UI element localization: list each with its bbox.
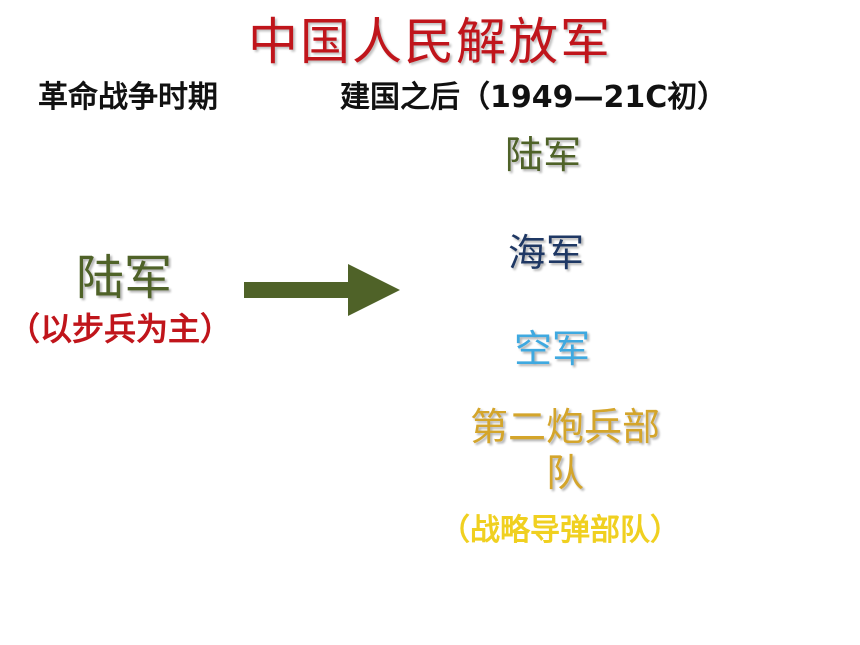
after-airforce-label: 空军 xyxy=(514,327,591,371)
arrow-shape xyxy=(244,264,400,316)
period-after-founding: 建国之后（1949—21C初） xyxy=(340,80,728,115)
after-army-label: 陆军 xyxy=(505,133,582,177)
before-army-label: 陆军 xyxy=(76,250,173,306)
after-rocket-force-note: （战略导弹部队） xyxy=(440,513,680,548)
after-rocket-force-label: 第二炮兵部队 xyxy=(469,405,660,495)
before-army-note: （以步兵为主） xyxy=(8,310,233,348)
period-revolutionary-war: 革命战争时期 xyxy=(38,80,218,115)
after-navy-label: 海军 xyxy=(508,231,585,275)
transition-arrow xyxy=(244,264,400,316)
slide-title: 中国人民解放军 xyxy=(248,13,612,71)
